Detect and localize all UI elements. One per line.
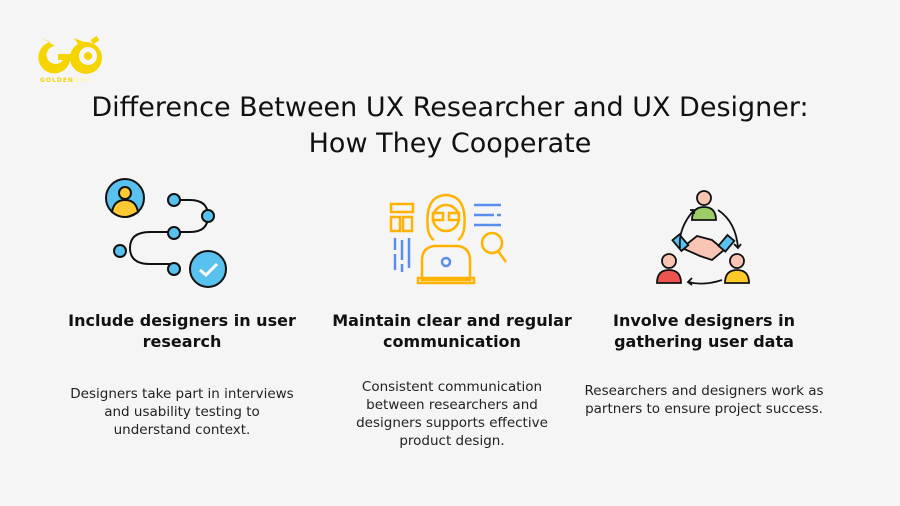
column-2: Maintain clear and regular communication…: [322, 310, 582, 450]
column-body: Consistent communication between researc…: [356, 379, 548, 449]
column-heading: Maintain clear and regular communication: [332, 311, 572, 351]
logo: [38, 34, 106, 80]
page-title: Difference Between UX Researcher and UX …: [0, 90, 900, 162]
logo-text: GOLDENOWL: [40, 77, 93, 84]
title-line-2: How They Cooperate: [308, 128, 592, 159]
logo-text-b: OWL: [73, 77, 93, 84]
team-cooperation-icon: [656, 190, 750, 286]
column-heading: Include designers in user research: [68, 311, 296, 351]
title-line-1: Difference Between UX Researcher and UX …: [91, 92, 809, 123]
column-body: Researchers and designers work as partne…: [584, 383, 824, 417]
user-journey-icon: [105, 178, 227, 288]
column-heading: Involve designers in gathering user data: [613, 311, 795, 351]
column-body: Designers take part in interviews and us…: [70, 386, 294, 438]
researcher-laptop-icon: [389, 193, 508, 285]
column-3: Involve designers in gathering user data…: [574, 310, 834, 418]
logo-text-a: GOLDEN: [40, 77, 74, 84]
column-1: Include designers in user research Desig…: [52, 310, 312, 439]
